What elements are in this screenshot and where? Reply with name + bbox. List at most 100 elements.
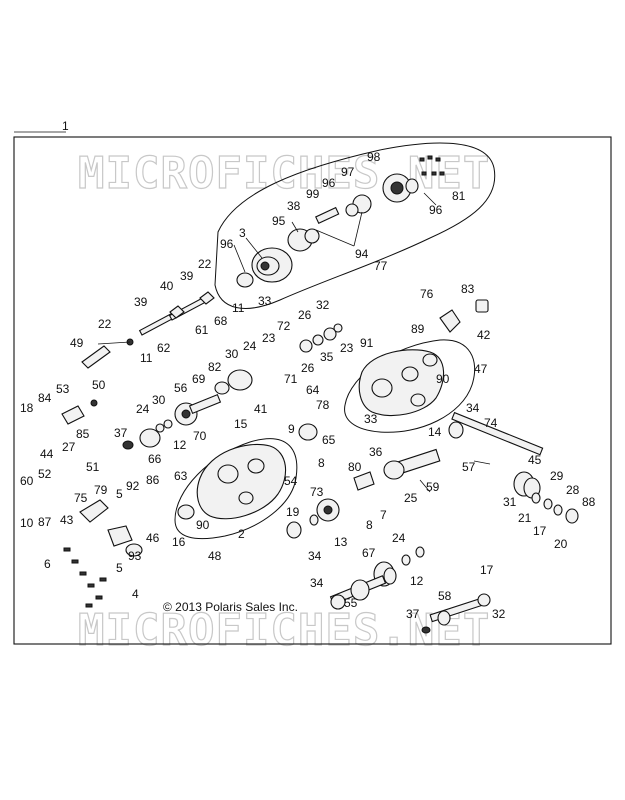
leader-lines bbox=[97, 192, 491, 493]
callout-70: 70 bbox=[193, 429, 207, 443]
callout-24: 24 bbox=[243, 339, 257, 353]
callout-26: 26 bbox=[298, 308, 312, 322]
callout-95: 95 bbox=[272, 214, 286, 228]
bearing-33-top bbox=[236, 272, 254, 288]
gear-3 bbox=[251, 247, 293, 283]
callout-18: 18 bbox=[20, 401, 34, 415]
coupler-45 bbox=[513, 471, 541, 499]
callout-labels: 1 98 81 96 97 96 99 38 95 3 96 94 77 33 … bbox=[20, 119, 596, 621]
callout-2: 2 bbox=[238, 527, 245, 541]
shaft-56 bbox=[188, 393, 222, 415]
callout-9: 9 bbox=[288, 422, 295, 436]
callout-8: 8 bbox=[318, 456, 325, 470]
callout-30: 30 bbox=[152, 393, 166, 407]
callout-51: 51 bbox=[86, 460, 100, 474]
callout-63: 63 bbox=[174, 469, 188, 483]
frame bbox=[13, 136, 612, 645]
callout-87: 87 bbox=[38, 515, 52, 529]
callout-43: 43 bbox=[60, 513, 74, 527]
callout-45: 45 bbox=[528, 453, 542, 467]
nut-50 bbox=[90, 399, 98, 407]
callout-32: 32 bbox=[316, 298, 330, 312]
copyright-text: © 2013 Polaris Sales Inc. bbox=[163, 600, 298, 614]
gasket-80 bbox=[353, 471, 375, 491]
callout-20: 20 bbox=[554, 537, 568, 551]
washer-37-left bbox=[122, 440, 134, 450]
bearing-34-mid bbox=[286, 521, 302, 539]
callout-22: 22 bbox=[98, 317, 112, 331]
callout-42: 42 bbox=[477, 328, 491, 342]
callout-80: 80 bbox=[348, 460, 362, 474]
callout-59: 59 bbox=[426, 480, 440, 494]
callout-23: 23 bbox=[262, 331, 276, 345]
callout-25: 25 bbox=[404, 491, 418, 505]
callout-44: 44 bbox=[40, 447, 54, 461]
callout-69: 69 bbox=[192, 372, 206, 386]
callout-93: 93 bbox=[128, 549, 142, 563]
callout-74: 74 bbox=[484, 416, 498, 430]
callout-6: 6 bbox=[44, 557, 51, 571]
gear-58 bbox=[437, 610, 451, 626]
callout-40: 40 bbox=[160, 279, 174, 293]
bracket-76 bbox=[439, 309, 461, 333]
gear-98 bbox=[382, 173, 419, 203]
callout-4: 4 bbox=[132, 587, 139, 601]
callout-54: 54 bbox=[284, 474, 298, 488]
shaft-57 bbox=[451, 411, 544, 456]
sensor-83 bbox=[475, 299, 489, 313]
callout-1: 1 bbox=[62, 119, 69, 133]
callout-36: 36 bbox=[369, 445, 383, 459]
callout-78: 78 bbox=[316, 398, 330, 412]
callout-37: 37 bbox=[114, 426, 128, 440]
callout-13: 13 bbox=[334, 535, 348, 549]
callout-92: 92 bbox=[126, 479, 140, 493]
chain-82 bbox=[227, 369, 253, 391]
callout-33: 33 bbox=[364, 412, 378, 426]
bracket-46 bbox=[107, 525, 133, 547]
callout-12: 12 bbox=[410, 574, 424, 588]
callout-21: 21 bbox=[518, 511, 532, 525]
callout-8: 8 bbox=[366, 518, 373, 532]
callout-97: 97 bbox=[341, 165, 355, 179]
seal-90-left bbox=[177, 504, 195, 520]
bolts-4 bbox=[63, 547, 107, 608]
callout-81: 81 bbox=[452, 189, 466, 203]
callout-64: 64 bbox=[306, 383, 320, 397]
case-half-47 bbox=[358, 349, 445, 417]
callout-39: 39 bbox=[134, 295, 148, 309]
callout-34: 34 bbox=[466, 401, 480, 415]
callout-83: 83 bbox=[461, 282, 475, 296]
sensor-75 bbox=[79, 499, 109, 523]
callout-89: 89 bbox=[411, 322, 425, 336]
callout-37: 37 bbox=[406, 607, 420, 621]
gear-55 bbox=[350, 579, 370, 601]
callout-96: 96 bbox=[322, 176, 336, 190]
callout-41: 41 bbox=[254, 402, 268, 416]
callout-60: 60 bbox=[20, 474, 34, 488]
callout-99: 99 bbox=[306, 187, 320, 201]
shaft-38 bbox=[315, 206, 340, 225]
callout-32: 32 bbox=[492, 607, 506, 621]
callout-75: 75 bbox=[74, 491, 88, 505]
callout-24: 24 bbox=[136, 402, 150, 416]
callout-49: 49 bbox=[70, 336, 84, 350]
callout-14: 14 bbox=[428, 425, 442, 439]
callout-11: 11 bbox=[232, 301, 245, 315]
callout-7: 7 bbox=[380, 508, 387, 522]
callout-28: 28 bbox=[566, 483, 580, 497]
gear-66 bbox=[139, 428, 161, 448]
callout-94: 94 bbox=[355, 247, 369, 261]
callout-50: 50 bbox=[92, 378, 106, 392]
callout-73: 73 bbox=[310, 485, 324, 499]
seal-14 bbox=[448, 421, 464, 439]
callout-35: 35 bbox=[320, 350, 334, 364]
callout-3: 3 bbox=[239, 226, 246, 240]
callout-90: 90 bbox=[196, 518, 210, 532]
callout-79: 79 bbox=[94, 483, 108, 497]
callout-48: 48 bbox=[208, 549, 222, 563]
washer-65 bbox=[298, 423, 318, 441]
callout-38: 38 bbox=[287, 199, 301, 213]
case-half-48 bbox=[196, 443, 287, 520]
callout-88: 88 bbox=[582, 495, 596, 509]
